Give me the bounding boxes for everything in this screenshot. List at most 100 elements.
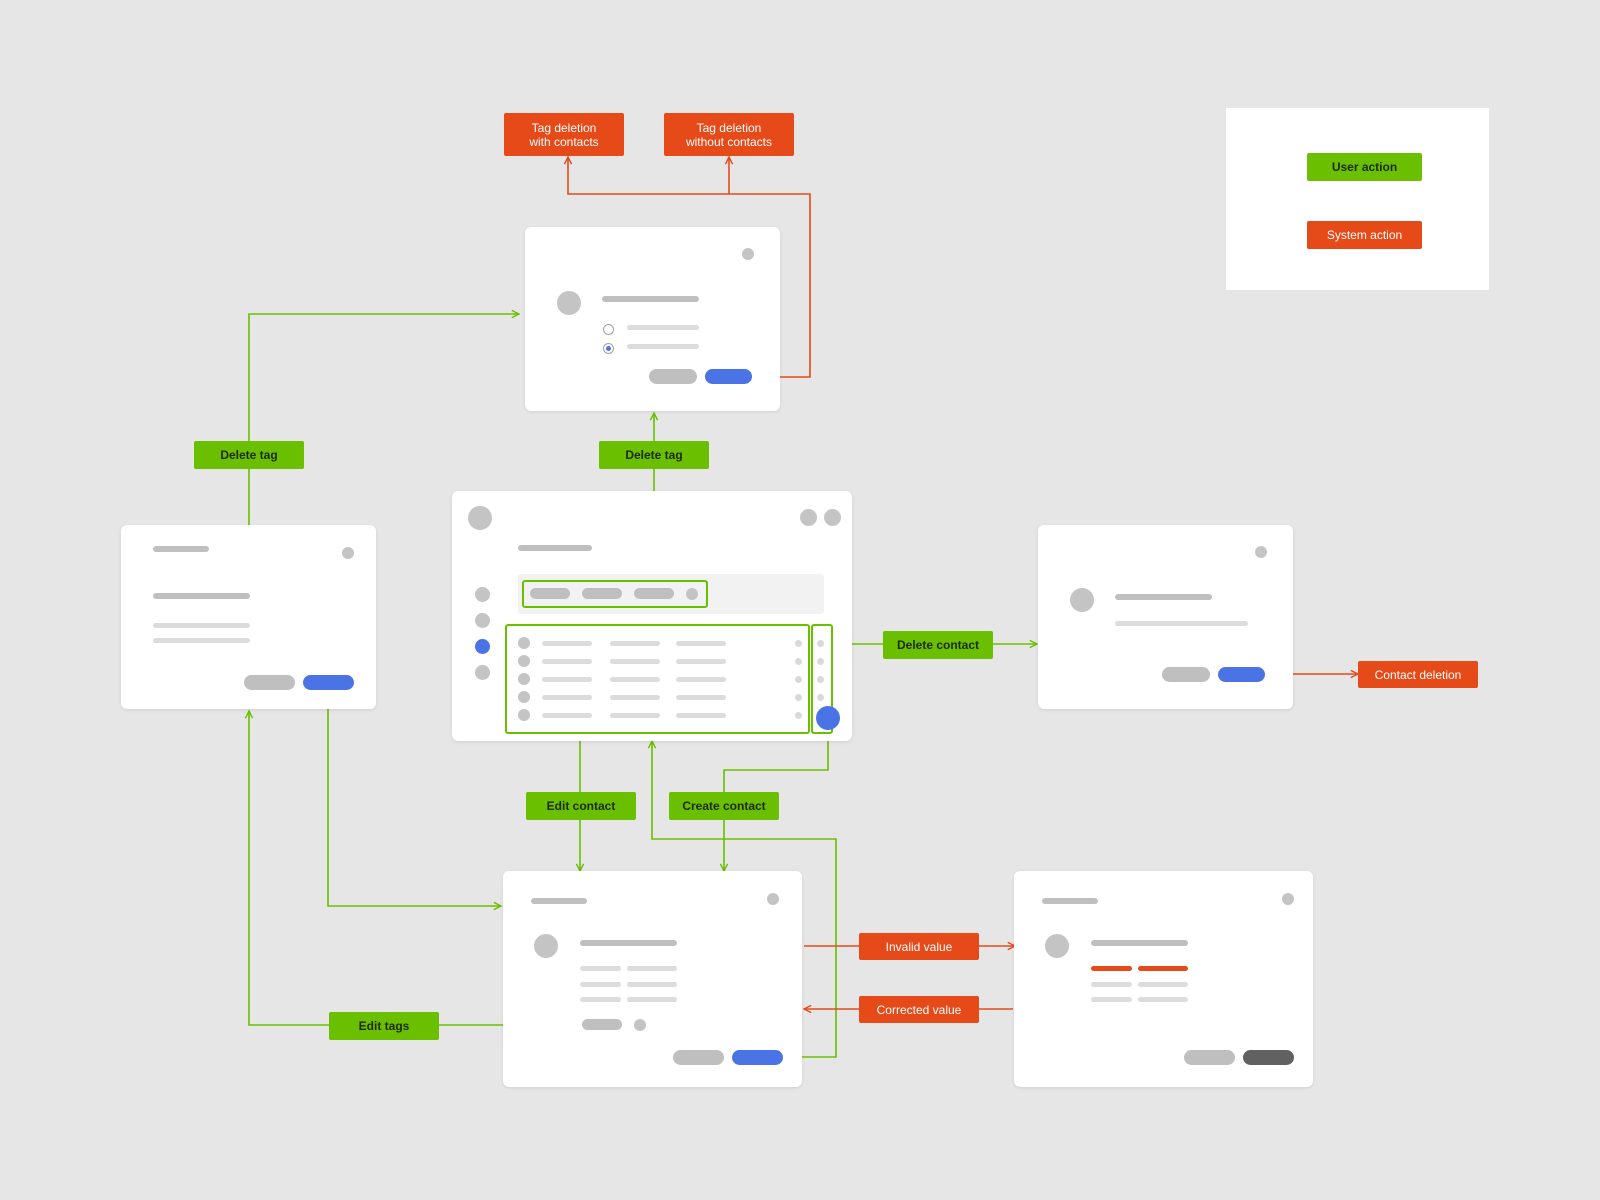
cancel-button[interactable] <box>649 369 697 384</box>
user-icon[interactable] <box>824 509 841 526</box>
row-cell <box>676 659 726 664</box>
tag-chip[interactable] <box>582 588 622 599</box>
invalid-field[interactable] <box>1091 966 1132 971</box>
form-field[interactable] <box>1091 982 1132 987</box>
label-delete-contact: Delete contact <box>883 631 993 659</box>
form-title-line <box>1091 940 1188 946</box>
cancel-button[interactable] <box>1184 1050 1235 1065</box>
form-field[interactable] <box>580 982 621 987</box>
close-icon[interactable] <box>342 547 354 559</box>
save-button[interactable] <box>732 1050 783 1065</box>
row-cell <box>610 695 660 700</box>
contact-delete-dialog <box>1038 525 1293 709</box>
row-menu-icon[interactable] <box>795 712 802 719</box>
save-button-disabled <box>1243 1050 1294 1065</box>
form-field[interactable] <box>580 997 621 1002</box>
nav-icon-two[interactable] <box>475 613 490 628</box>
row-cell <box>542 659 592 664</box>
row-cell <box>610 641 660 646</box>
add-tag-icon[interactable] <box>634 1019 646 1031</box>
row-cell <box>542 641 592 646</box>
row-cell <box>542 713 592 718</box>
label-tag-deletion-with-contacts: Tag deletion with contacts <box>504 113 624 156</box>
radio-option-two[interactable] <box>603 343 614 354</box>
row-menu-icon[interactable] <box>795 640 802 647</box>
invalid-field[interactable] <box>1138 966 1188 971</box>
row-delete-icon[interactable] <box>817 694 824 701</box>
confirm-button[interactable] <box>705 369 752 384</box>
row-avatar <box>518 637 530 649</box>
form-header-line <box>531 898 587 904</box>
radio-option-two-text <box>627 344 699 349</box>
avatar <box>1070 588 1094 612</box>
nav-icon-active[interactable] <box>475 639 490 654</box>
dialog-text-line <box>1115 621 1248 626</box>
row-cell <box>676 641 726 646</box>
row-actions-column[interactable] <box>811 624 833 734</box>
label-invalid-value: Invalid value <box>859 933 979 960</box>
row-avatar <box>518 655 530 667</box>
label-delete-tag-center: Delete tag <box>599 441 709 469</box>
close-icon[interactable] <box>767 893 779 905</box>
settings-icon[interactable] <box>800 509 817 526</box>
form-header-line <box>1042 898 1098 904</box>
form-field[interactable] <box>1138 997 1188 1002</box>
row-cell <box>676 677 726 682</box>
close-icon[interactable] <box>1255 546 1267 558</box>
nav-icon-one[interactable] <box>475 587 490 602</box>
form-field[interactable] <box>1091 997 1132 1002</box>
row-delete-icon[interactable] <box>817 640 824 647</box>
tag-editor-text-line <box>153 638 250 643</box>
row-cell <box>610 713 660 718</box>
cancel-button[interactable] <box>244 675 295 690</box>
tag-editor-card <box>121 525 376 709</box>
invalid-contact-form <box>1014 871 1313 1087</box>
row-delete-icon[interactable] <box>817 658 824 665</box>
label-delete-tag-left: Delete tag <box>194 441 304 469</box>
legend-system-action: System action <box>1307 221 1422 249</box>
contact-table[interactable] <box>505 624 810 734</box>
label-contact-deletion: Contact deletion <box>1358 661 1478 688</box>
radio-option-one[interactable] <box>603 324 614 335</box>
form-field[interactable] <box>627 982 677 987</box>
nav-icon-four[interactable] <box>475 665 490 680</box>
close-icon[interactable] <box>1282 893 1294 905</box>
radio-option-one-text <box>627 325 699 330</box>
form-field[interactable] <box>1138 982 1188 987</box>
tag-chip-group[interactable] <box>522 580 708 608</box>
cancel-button[interactable] <box>673 1050 724 1065</box>
label-edit-contact: Edit contact <box>526 792 636 820</box>
form-field[interactable] <box>627 997 677 1002</box>
tag-field[interactable] <box>582 1019 622 1030</box>
row-cell <box>542 677 592 682</box>
delete-button[interactable] <box>1218 667 1265 682</box>
page-title-line <box>518 545 592 551</box>
row-menu-icon[interactable] <box>795 676 802 683</box>
tag-deletion-dialog <box>525 227 780 411</box>
row-avatar <box>518 691 530 703</box>
tag-chip[interactable] <box>634 588 674 599</box>
label-create-contact: Create contact <box>669 792 779 820</box>
label-corrected-value: Corrected value <box>859 996 979 1023</box>
legend-panel <box>1226 108 1489 290</box>
tag-editor-title-line <box>153 593 250 599</box>
legend-user-action: User action <box>1307 153 1422 181</box>
row-avatar <box>518 709 530 721</box>
dialog-title-line <box>602 296 699 302</box>
save-button[interactable] <box>303 675 354 690</box>
cancel-button[interactable] <box>1162 667 1210 682</box>
form-field[interactable] <box>627 966 677 971</box>
dialog-title-line <box>1115 594 1212 600</box>
row-delete-icon[interactable] <box>817 676 824 683</box>
form-field[interactable] <box>580 966 621 971</box>
add-contact-fab[interactable] <box>816 706 840 730</box>
row-cell <box>542 695 592 700</box>
row-cell <box>610 677 660 682</box>
avatar <box>557 291 581 315</box>
close-icon[interactable] <box>742 248 754 260</box>
tag-chip[interactable] <box>530 588 570 599</box>
row-cell <box>676 695 726 700</box>
row-menu-icon[interactable] <box>795 658 802 665</box>
row-menu-icon[interactable] <box>795 694 802 701</box>
add-tag-icon[interactable] <box>686 588 698 600</box>
